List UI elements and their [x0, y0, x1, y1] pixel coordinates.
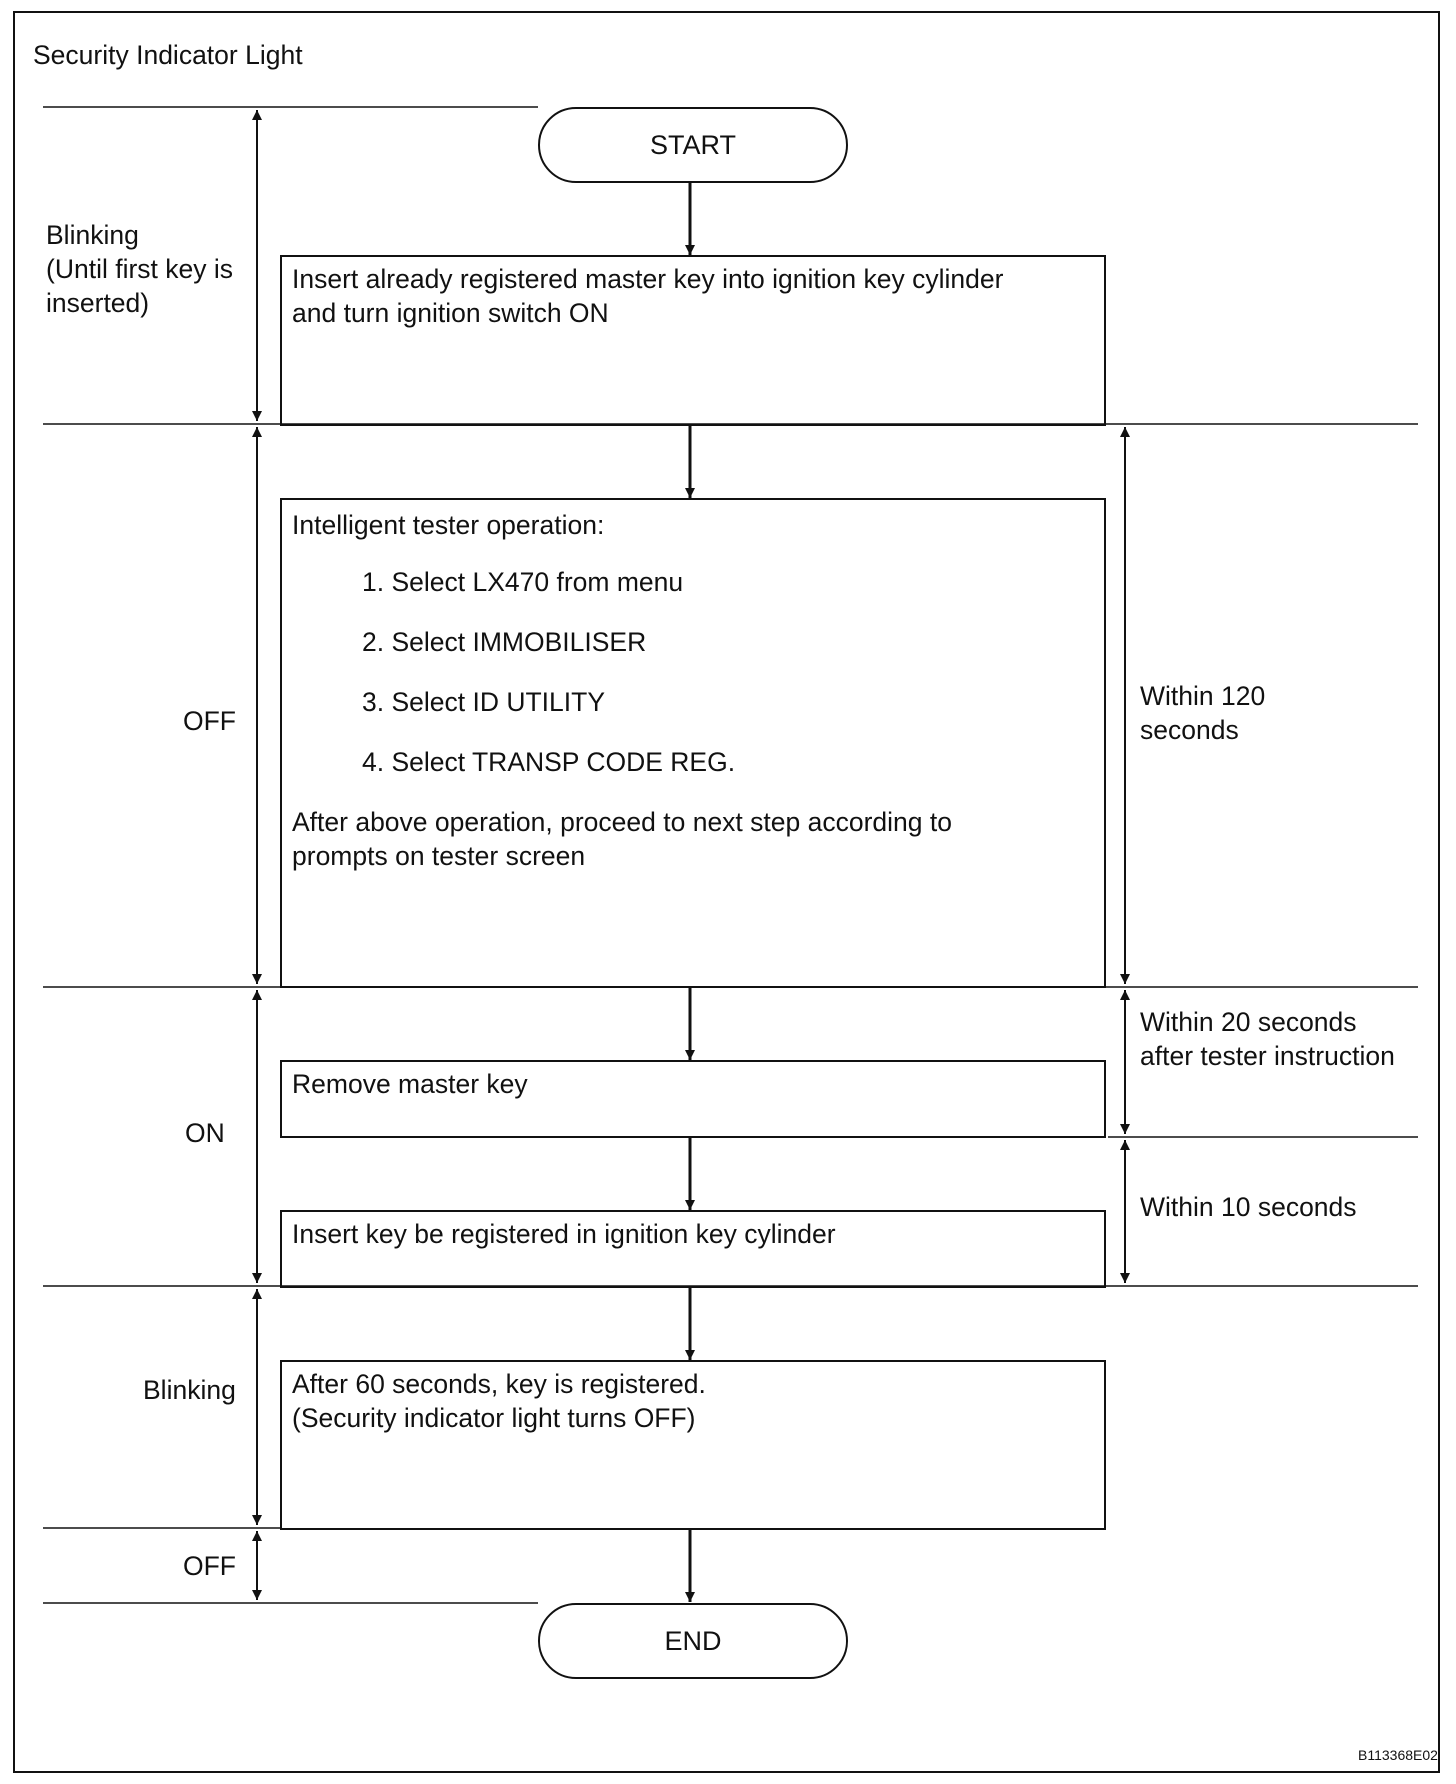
- step-key-registered: After 60 seconds, key is registered. (Se…: [280, 1360, 1106, 1530]
- start-label: START: [649, 129, 736, 160]
- state-label-blinking: (Until first key is: [46, 254, 233, 284]
- tester-item: 4. Select TRANSP CODE REG.: [362, 747, 736, 777]
- step-line: and turn ignition switch ON: [292, 298, 609, 328]
- diagram-title: Security Indicator Light: [33, 40, 303, 70]
- tester-header: Intelligent tester operation:: [292, 510, 605, 540]
- end-label: END: [664, 1625, 722, 1656]
- tester-footer: After above operation, proceed to next s…: [292, 807, 952, 837]
- timing-label: Within 120: [1140, 681, 1266, 711]
- timing-label: seconds: [1140, 715, 1239, 745]
- state-label-off: OFF: [183, 706, 236, 736]
- step-line: After 60 seconds, key is registered.: [292, 1369, 706, 1399]
- step-line: Remove master key: [292, 1069, 528, 1099]
- step-line: Insert key be registered in ignition key…: [292, 1219, 836, 1249]
- state-range-arrows: [252, 110, 1130, 1600]
- timing-label: Within 20 seconds: [1140, 1007, 1357, 1037]
- state-label-on: ON: [185, 1118, 225, 1148]
- state-label-blinking: inserted): [46, 288, 150, 318]
- step-line: (Security indicator light turns OFF): [292, 1403, 696, 1433]
- state-label-blinking: Blinking: [46, 220, 139, 250]
- start-terminal: START: [538, 107, 848, 183]
- diagram-frame: [13, 11, 1440, 1773]
- tester-footer: prompts on tester screen: [292, 841, 586, 871]
- step-insert-new-key: Insert key be registered in ignition key…: [280, 1210, 1106, 1288]
- figure-code: B113368E02: [1358, 1747, 1438, 1763]
- state-label-blinking: Blinking: [143, 1375, 236, 1405]
- step-line: Insert already registered master key int…: [292, 264, 1004, 294]
- tester-item: 3. Select ID UTILITY: [362, 687, 605, 717]
- tester-item: 2. Select IMMOBILISER: [362, 627, 647, 657]
- step-remove-master-key: Remove master key: [280, 1060, 1106, 1138]
- end-terminal: END: [538, 1603, 848, 1679]
- state-label-off: OFF: [183, 1551, 236, 1581]
- step-tester-operation: Intelligent tester operation: 1. Select …: [280, 498, 1106, 988]
- tester-item: 1. Select LX470 from menu: [362, 567, 684, 597]
- timing-label: Within 10 seconds: [1140, 1192, 1357, 1222]
- step-insert-master-key: Insert already registered master key int…: [280, 255, 1106, 426]
- timing-label: after tester instruction: [1140, 1041, 1395, 1071]
